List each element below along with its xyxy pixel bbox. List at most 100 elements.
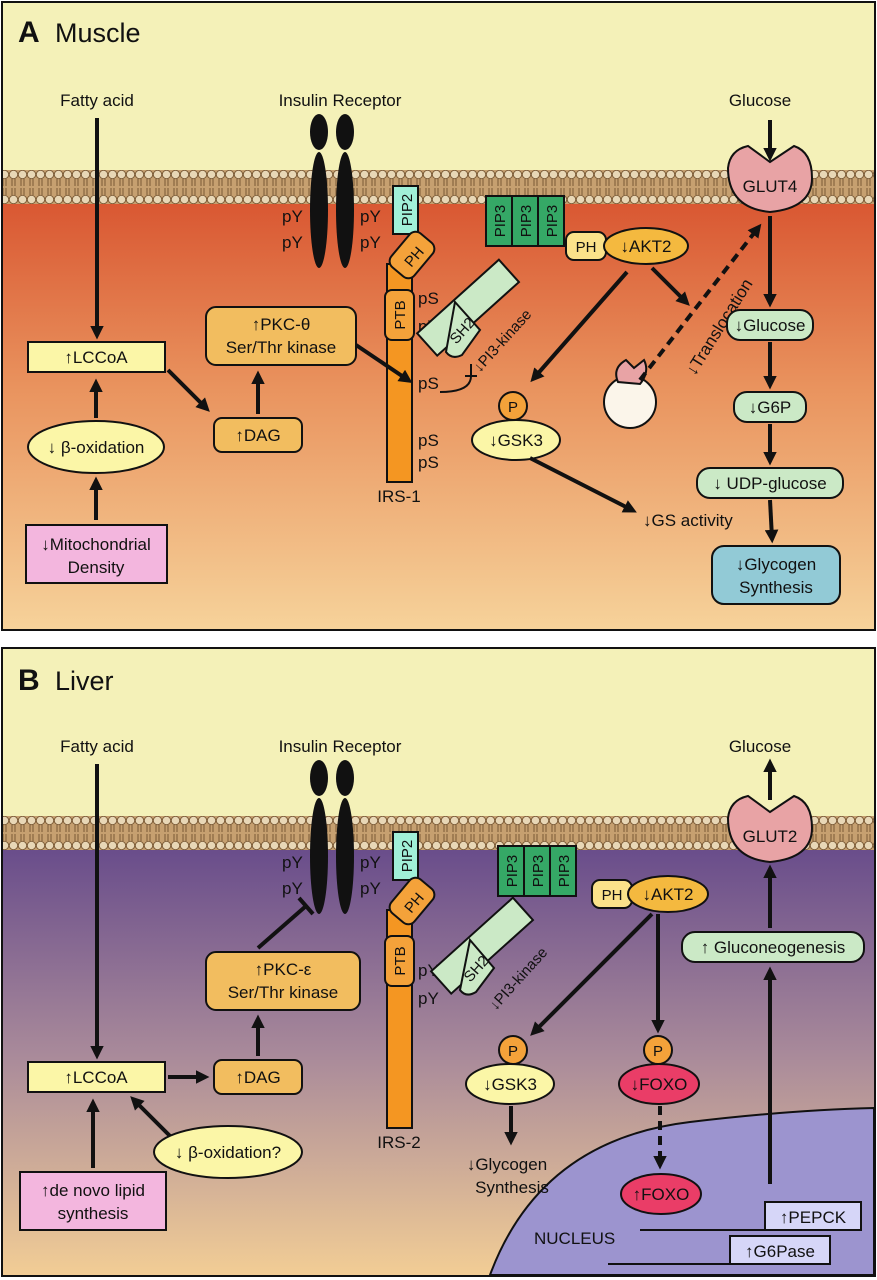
py-label: pY xyxy=(282,879,303,898)
lccoa-label: ↑LCCoA xyxy=(64,1068,128,1087)
pip3-cluster: PIP3 PIP3 PIP3 xyxy=(497,845,577,897)
foxo-cytoplasm-node xyxy=(618,1063,700,1105)
akt2-node xyxy=(627,875,709,913)
glut2-transporter xyxy=(726,794,814,864)
ph-label: PH xyxy=(602,887,623,904)
pip3-cluster: PIP3 PIP3 PIP3 xyxy=(485,195,565,247)
py-label: pY xyxy=(282,233,303,252)
irs-label: IRS-2 xyxy=(377,1133,420,1152)
glycogen-synthesis-box xyxy=(711,545,841,605)
pkc-label-1: ↑PKC-θ xyxy=(252,315,311,334)
gsk3-label: ↓GSK3 xyxy=(483,1075,537,1094)
py-label: pY xyxy=(360,207,381,226)
insulin-receptor xyxy=(310,760,354,914)
svg-text:PIP3: PIP3 xyxy=(492,205,509,238)
insulin-receptor-label: Insulin Receptor xyxy=(279,737,402,756)
panel-title: Muscle xyxy=(55,18,141,48)
panel-letter: B xyxy=(18,664,40,697)
panel-muscle: A Muscle Fatty acid Insulin Receptor Glu… xyxy=(1,1,876,631)
fatty-acid-label: Fatty acid xyxy=(60,91,134,110)
gsk3-label: ↓GSK3 xyxy=(489,431,543,450)
arrows-panel-a xyxy=(89,118,779,544)
de-novo-lipid-box xyxy=(19,1171,167,1231)
akt2-label: ↓AKT2 xyxy=(642,885,693,904)
glut4-label: GLUT4 xyxy=(743,177,798,196)
glycogen-label-2: Synthesis xyxy=(739,578,813,597)
svg-text:PIP3: PIP3 xyxy=(504,855,521,888)
dag-box xyxy=(213,1059,303,1095)
ptb-domain xyxy=(384,289,415,341)
gs-activity-label: ↓GS activity xyxy=(643,511,733,530)
glycogen-label-2: Synthesis xyxy=(475,1178,549,1197)
pkc-label-2: Ser/Thr kinase xyxy=(226,338,337,357)
akt2-node xyxy=(603,227,689,265)
ps-label: pS xyxy=(418,431,439,450)
beta-oxidation-node xyxy=(153,1125,303,1179)
lccoa-box xyxy=(27,1061,166,1093)
panel-letter: A xyxy=(18,16,40,49)
dag-label: ↑DAG xyxy=(235,1068,280,1087)
beta-oxidation-label: ↓ β-oxidation xyxy=(48,438,145,457)
beta-oxidation-label: ↓ β-oxidation? xyxy=(175,1143,281,1162)
beta-oxidation-node xyxy=(27,420,165,474)
gsk3-node xyxy=(471,419,561,461)
mitochondrial-density-box xyxy=(25,524,168,584)
mito-label-2: Density xyxy=(68,558,125,577)
de-novo-label-1: ↑de novo lipid xyxy=(41,1181,145,1200)
pip2-label: PIP2 xyxy=(399,840,416,873)
phosphate-label: P xyxy=(508,1043,518,1060)
akt2-label: ↓AKT2 xyxy=(620,237,671,256)
svg-text:PIP3: PIP3 xyxy=(518,205,535,238)
dag-label: ↑DAG xyxy=(235,426,280,445)
svg-text:PIP3: PIP3 xyxy=(530,855,547,888)
svg-text:PIP3: PIP3 xyxy=(544,205,561,238)
glut4-transporter xyxy=(726,144,814,214)
svg-text:PIP3: PIP3 xyxy=(556,855,573,888)
lccoa-box xyxy=(27,341,166,373)
dag-box xyxy=(213,417,303,453)
ps-label: pS xyxy=(418,374,439,393)
glucose-intracellular-label: ↓Glucose xyxy=(735,316,806,335)
pip2-label: PIP2 xyxy=(399,194,416,227)
g6p-box xyxy=(733,391,807,423)
glucose-label: Glucose xyxy=(729,91,791,110)
nucleus-label: NUCLEUS xyxy=(534,1229,615,1248)
pkc-label-2: Ser/Thr kinase xyxy=(228,983,339,1002)
mito-label-1: ↓Mitochondrial xyxy=(41,535,151,554)
g6pase-gene xyxy=(729,1235,831,1265)
pkc-epsilon-box xyxy=(205,951,361,1011)
ps-label: pS xyxy=(418,453,439,472)
glut2-label: GLUT2 xyxy=(743,827,798,846)
vesicle-glut4-icon xyxy=(615,358,648,386)
phosphate-label: P xyxy=(653,1043,663,1060)
gluconeogenesis-label: ↑ Gluconeogenesis xyxy=(701,938,846,957)
panel-liver: B Liver Fatty acid Insulin Receptor Gluc… xyxy=(1,647,876,1277)
py-label: pY xyxy=(360,233,381,252)
glycogen-label-1: ↓Glycogen xyxy=(736,555,816,574)
foxo-nucleus-label: ↑FOXO xyxy=(633,1185,690,1204)
de-novo-label-2: synthesis xyxy=(58,1204,129,1223)
py-label: pY xyxy=(282,853,303,872)
arrows-panel-b xyxy=(86,758,777,1184)
ptb-domain xyxy=(384,935,415,987)
py-label: pY xyxy=(282,207,303,226)
ptb-label: PTB xyxy=(392,300,409,329)
pkc-label-1: ↑PKC-ε xyxy=(255,960,312,979)
pip2-box xyxy=(392,831,419,881)
ph-domain xyxy=(388,230,436,280)
py-label: pY xyxy=(360,853,381,872)
g6p-label: ↓G6P xyxy=(749,398,792,417)
insulin-receptor-label: Insulin Receptor xyxy=(279,91,402,110)
pepck-gene xyxy=(764,1201,862,1231)
udp-glucose-box xyxy=(696,467,844,499)
ptb-label: PTB xyxy=(392,946,409,975)
lccoa-label: ↑LCCoA xyxy=(64,348,128,367)
glucose-intracellular-box xyxy=(726,309,814,341)
glycogen-label-1: ↓Glycogen xyxy=(467,1155,547,1174)
ph-label: PH xyxy=(576,239,597,256)
py-label: pY xyxy=(418,989,439,1008)
py-label: pY xyxy=(360,879,381,898)
udp-glucose-label: ↓ UDP-glucose xyxy=(713,474,826,493)
gluconeogenesis-box xyxy=(681,931,865,963)
